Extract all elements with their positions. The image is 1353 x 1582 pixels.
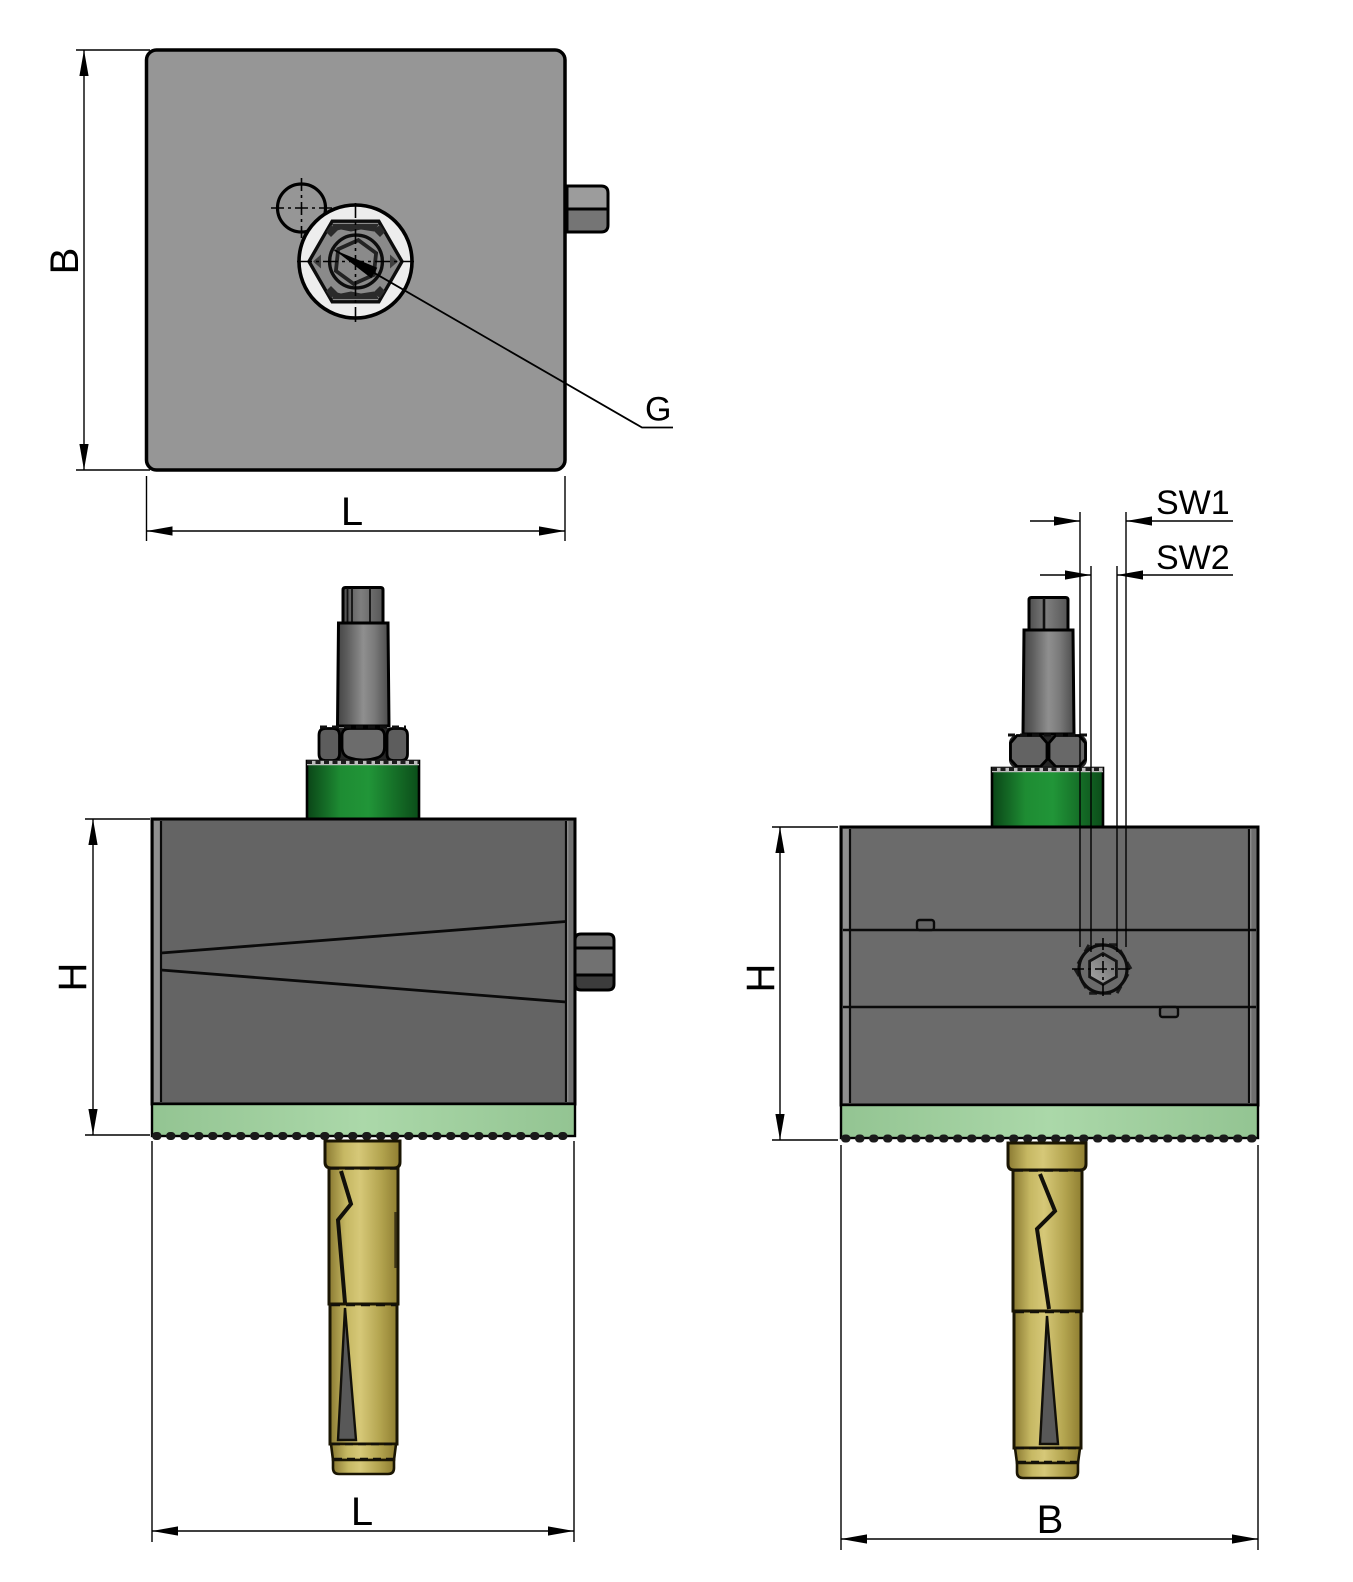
svg-text:H: H <box>739 964 783 993</box>
svg-text:H: H <box>51 963 95 992</box>
svg-text:L: L <box>351 1490 373 1534</box>
svg-text:B: B <box>43 248 87 275</box>
svg-text:B: B <box>1037 1498 1064 1542</box>
svg-text:L: L <box>341 490 363 534</box>
svg-text:SW1: SW1 <box>1156 484 1230 522</box>
svg-text:SW2: SW2 <box>1156 539 1230 577</box>
svg-text:G: G <box>645 391 671 429</box>
